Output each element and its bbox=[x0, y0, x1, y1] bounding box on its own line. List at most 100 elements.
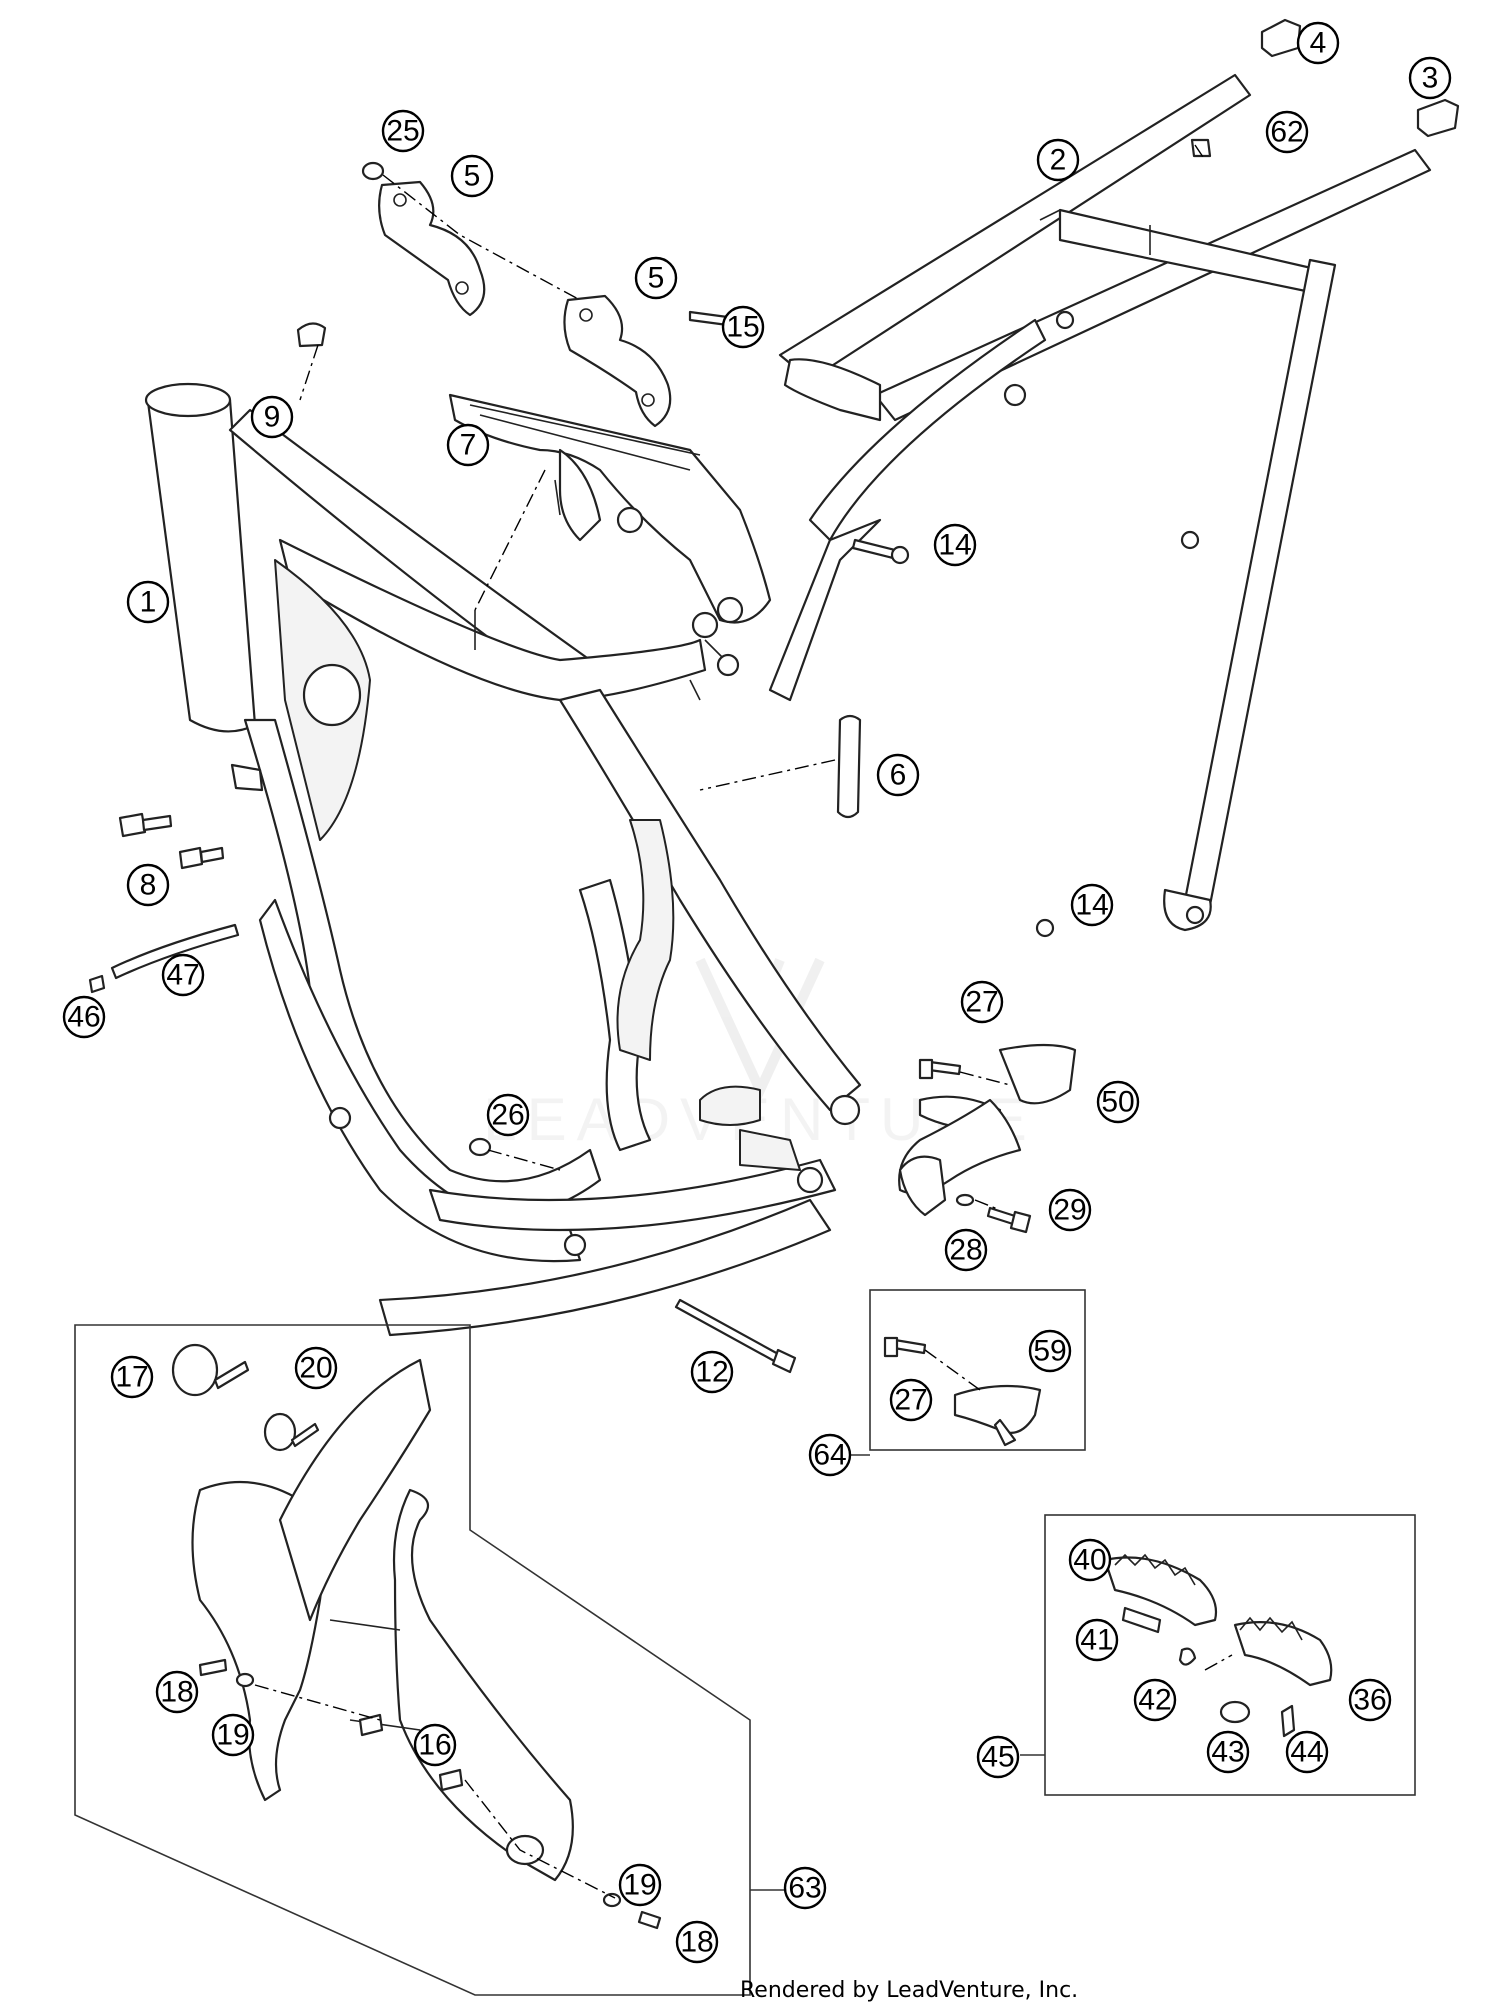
svg-text:41: 41 bbox=[1080, 1624, 1113, 1657]
callout-20[interactable]: 20 bbox=[294, 1346, 338, 1390]
callout-6[interactable]: 6 bbox=[876, 753, 920, 797]
svg-text:18: 18 bbox=[680, 1926, 713, 1959]
callout-44[interactable]: 44 bbox=[1285, 1730, 1329, 1774]
callout-14-upper[interactable]: 14 bbox=[933, 523, 977, 567]
callouts: 1 2 3 4 5 5 6 7 8 9 12 14 14 15 16 17 18… bbox=[62, 21, 1452, 1964]
heat-shield-lower bbox=[563, 294, 672, 428]
bolt-27-upper bbox=[918, 1058, 962, 1080]
callout-1[interactable]: 1 bbox=[126, 580, 170, 624]
callout-27-upper[interactable]: 27 bbox=[960, 980, 1004, 1024]
clip-46 bbox=[88, 974, 106, 994]
callout-18-left[interactable]: 18 bbox=[155, 1670, 199, 1714]
callout-62[interactable]: 62 bbox=[1265, 110, 1309, 154]
callout-46[interactable]: 46 bbox=[62, 995, 106, 1039]
cable-tie-17 bbox=[171, 1343, 250, 1397]
frame-plug-9 bbox=[296, 322, 327, 348]
callout-18-right[interactable]: 18 bbox=[675, 1920, 719, 1964]
callout-40[interactable]: 40 bbox=[1068, 1538, 1112, 1582]
svg-text:62: 62 bbox=[1270, 116, 1303, 149]
callout-43[interactable]: 43 bbox=[1206, 1730, 1250, 1774]
hose-47 bbox=[110, 923, 240, 980]
callout-25[interactable]: 25 bbox=[381, 109, 425, 153]
svg-text:5: 5 bbox=[464, 160, 481, 193]
callout-41[interactable]: 41 bbox=[1075, 1618, 1119, 1662]
svg-text:7: 7 bbox=[460, 429, 477, 462]
callout-15[interactable]: 15 bbox=[721, 305, 765, 349]
chain-guide-59 bbox=[953, 1384, 1042, 1447]
footrest-kit bbox=[1103, 1553, 1333, 1738]
heat-shield-upper bbox=[378, 180, 486, 317]
svg-text:17: 17 bbox=[115, 1361, 148, 1394]
svg-text:50: 50 bbox=[1101, 1086, 1134, 1119]
callout-47[interactable]: 47 bbox=[161, 953, 205, 997]
callout-28[interactable]: 28 bbox=[944, 1228, 988, 1272]
callout-3[interactable]: 3 bbox=[1408, 56, 1452, 100]
callout-5-upper[interactable]: 5 bbox=[450, 154, 494, 198]
nut-26 bbox=[468, 1137, 492, 1157]
bolt-12 bbox=[674, 1298, 797, 1374]
air-filter-box-guard bbox=[448, 393, 772, 624]
callout-8[interactable]: 8 bbox=[126, 863, 170, 907]
svg-text:36: 36 bbox=[1353, 1684, 1386, 1717]
cable-tie-20 bbox=[263, 1412, 320, 1452]
callout-63[interactable]: 63 bbox=[783, 1866, 827, 1910]
main-frame bbox=[144, 382, 862, 1337]
end-cap-3 bbox=[1416, 98, 1460, 138]
svg-text:18: 18 bbox=[160, 1676, 193, 1709]
callout-26[interactable]: 26 bbox=[486, 1093, 530, 1137]
svg-text:12: 12 bbox=[695, 1356, 728, 1389]
svg-text:25: 25 bbox=[386, 115, 419, 148]
nut-25 bbox=[361, 161, 385, 181]
callout-19-left[interactable]: 19 bbox=[211, 1713, 255, 1757]
callout-50[interactable]: 50 bbox=[1096, 1080, 1140, 1124]
svg-text:15: 15 bbox=[726, 311, 759, 344]
callout-59[interactable]: 59 bbox=[1028, 1329, 1072, 1373]
callout-7[interactable]: 7 bbox=[446, 423, 490, 467]
svg-text:45: 45 bbox=[981, 1741, 1014, 1774]
svg-text:47: 47 bbox=[166, 959, 199, 992]
callout-2[interactable]: 2 bbox=[1036, 138, 1080, 182]
svg-text:44: 44 bbox=[1290, 1736, 1323, 1769]
brake-pedal-50 bbox=[898, 1043, 1077, 1217]
callout-9[interactable]: 9 bbox=[250, 395, 294, 439]
callout-17[interactable]: 17 bbox=[110, 1355, 154, 1399]
callout-29[interactable]: 29 bbox=[1048, 1188, 1092, 1232]
svg-text:4: 4 bbox=[1310, 27, 1327, 60]
callout-64[interactable]: 64 bbox=[808, 1433, 852, 1477]
callout-16[interactable]: 16 bbox=[413, 1723, 457, 1767]
kit-45-outline bbox=[1044, 1514, 1416, 1796]
svg-text:19: 19 bbox=[216, 1719, 249, 1752]
washer-28 bbox=[955, 1193, 975, 1207]
svg-text:14: 14 bbox=[1075, 889, 1108, 922]
svg-text:46: 46 bbox=[67, 1001, 100, 1034]
callout-5-lower[interactable]: 5 bbox=[634, 256, 678, 300]
callout-27-lower[interactable]: 27 bbox=[889, 1378, 933, 1422]
svg-text:29: 29 bbox=[1053, 1194, 1086, 1227]
svg-text:42: 42 bbox=[1138, 1684, 1171, 1717]
svg-text:6: 6 bbox=[890, 759, 907, 792]
svg-text:20: 20 bbox=[299, 1352, 332, 1385]
callout-14-lower[interactable]: 14 bbox=[1070, 883, 1114, 927]
svg-text:16: 16 bbox=[418, 1729, 451, 1762]
callout-45[interactable]: 45 bbox=[976, 1735, 1020, 1779]
svg-text:27: 27 bbox=[965, 986, 998, 1019]
callout-12[interactable]: 12 bbox=[690, 1350, 734, 1394]
svg-text:5: 5 bbox=[648, 262, 665, 295]
svg-text:59: 59 bbox=[1033, 1335, 1066, 1368]
bolt-29 bbox=[986, 1206, 1032, 1234]
svg-text:2: 2 bbox=[1050, 144, 1067, 177]
frame-protector-kit bbox=[191, 1358, 662, 1930]
callout-19-right[interactable]: 19 bbox=[618, 1863, 662, 1907]
svg-text:14: 14 bbox=[938, 529, 971, 562]
svg-text:26: 26 bbox=[491, 1099, 524, 1132]
callout-4[interactable]: 4 bbox=[1296, 21, 1340, 65]
kit-63-outline bbox=[74, 1324, 785, 1996]
svg-text:40: 40 bbox=[1073, 1544, 1106, 1577]
end-cap-4 bbox=[1260, 18, 1302, 58]
kit-64-outline bbox=[869, 1289, 1086, 1451]
assembly-lines bbox=[254, 144, 1233, 1899]
callout-36[interactable]: 36 bbox=[1348, 1678, 1392, 1722]
callout-42[interactable]: 42 bbox=[1133, 1678, 1177, 1722]
